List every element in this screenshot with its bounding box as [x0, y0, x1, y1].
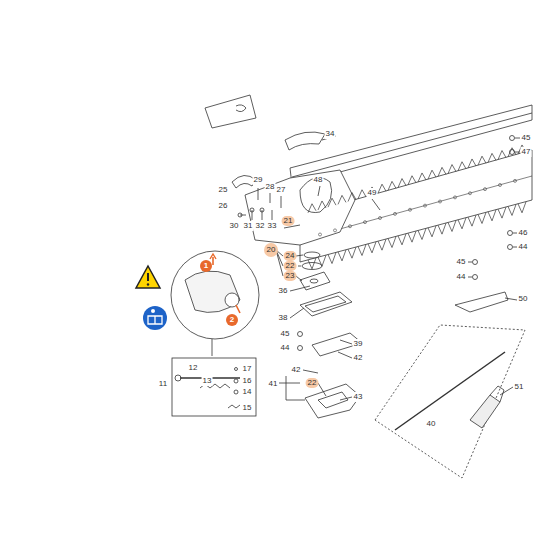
callout-number: 34 — [325, 129, 336, 139]
callout-number: 31 — [243, 221, 254, 231]
callout-number: 51 — [514, 382, 525, 392]
blade-hole — [349, 225, 352, 228]
callout-number: 48 — [313, 175, 324, 185]
callout-number: 22 — [284, 261, 297, 271]
callout-number: 21 — [282, 216, 295, 226]
callout-number: 14 — [242, 387, 253, 397]
blade-hole — [424, 204, 427, 207]
callout-number: 45 — [280, 329, 291, 339]
blade-hole — [484, 188, 487, 191]
callout-number: 26 — [218, 201, 229, 211]
callout-number: 32 — [255, 221, 266, 231]
callout-number: 41 — [268, 379, 279, 389]
callout-number: 12 — [188, 363, 199, 373]
step-number: 2 — [226, 314, 238, 326]
callout-number: 29 — [253, 175, 264, 185]
blade-hole — [499, 184, 502, 187]
callout-number: 42 — [353, 353, 364, 363]
callout-number: 28 — [265, 182, 276, 192]
blade-hole — [454, 196, 457, 199]
blade-hole — [334, 229, 337, 232]
callout-number: 44 — [456, 272, 467, 282]
blade-hole — [364, 221, 367, 224]
blade-hole — [379, 217, 382, 220]
blade-hole — [514, 179, 517, 182]
blade-hole — [469, 192, 472, 195]
callout-number: 23 — [284, 271, 297, 281]
callout-number: 27 — [276, 185, 287, 195]
blade-hole — [394, 212, 397, 215]
callout-number: 45 — [521, 133, 532, 143]
callout-number: 38 — [278, 313, 289, 323]
callout-number: 25 — [218, 185, 229, 195]
callout-number: 44 — [518, 242, 529, 252]
callout-number: 20 — [264, 243, 278, 257]
callout-number: 30 — [229, 221, 240, 231]
step-number: 1 — [200, 260, 212, 272]
callout-number: 16 — [242, 376, 253, 386]
callout-number: 44 — [280, 343, 291, 353]
callout-number: 49 — [367, 188, 378, 198]
blade-hole — [409, 208, 412, 211]
callout-number: 22 — [306, 378, 319, 388]
callout-number: 24 — [284, 251, 297, 261]
callout-number: 40 — [426, 419, 437, 429]
blade-hole — [439, 200, 442, 203]
callout-number: 45 — [456, 257, 467, 267]
tooth-strokes — [308, 145, 526, 269]
blade-hole — [319, 233, 322, 236]
callout-number: 15 — [242, 403, 253, 413]
callout-number: 13 — [202, 376, 213, 386]
callout-number: 17 — [242, 364, 253, 374]
callout-number: 11 — [158, 379, 168, 389]
callout-number: 50 — [518, 294, 529, 304]
callout-number: 39 — [353, 339, 364, 349]
callout-number: 47 — [521, 147, 532, 157]
callout-number: 33 — [267, 221, 278, 231]
callout-number: 36 — [278, 286, 289, 296]
callout-number: 46 — [518, 228, 529, 238]
callout-number: 43 — [353, 392, 364, 402]
blade-teeth — [308, 145, 526, 269]
callout-number: 42 — [291, 365, 302, 375]
